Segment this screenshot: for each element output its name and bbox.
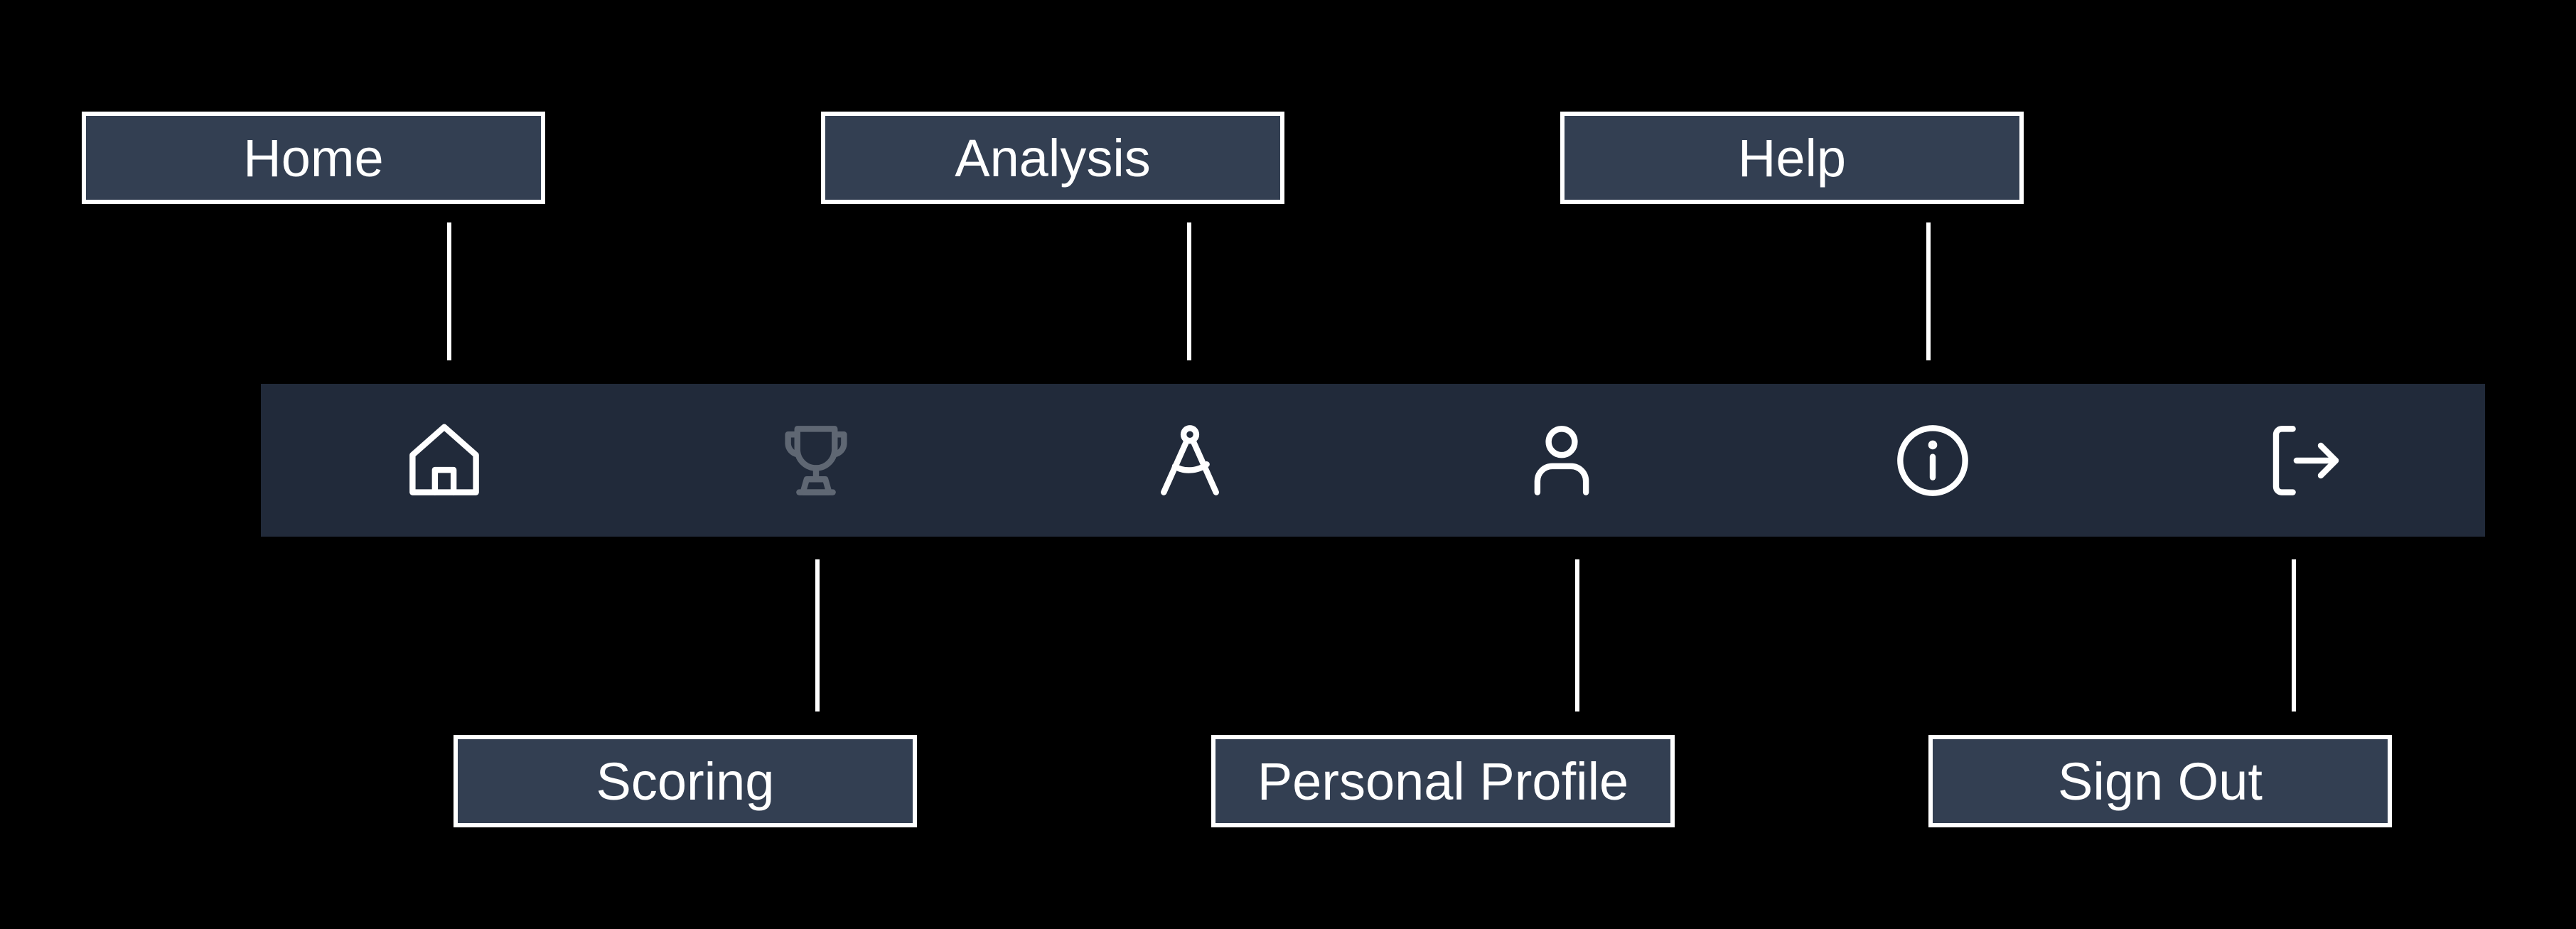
connector-scoring — [815, 559, 820, 711]
navigation-bar — [261, 384, 2485, 537]
sign-out-icon[interactable] — [2261, 416, 2351, 505]
connector-sign-out — [2292, 559, 2296, 711]
connector-analysis — [1187, 222, 1191, 360]
label-home: Home — [82, 112, 545, 204]
compass-icon[interactable] — [1145, 416, 1235, 505]
label-sign-out: Sign Out — [1928, 735, 2392, 827]
label-analysis: Analysis — [821, 112, 1284, 204]
home-icon[interactable] — [399, 416, 489, 505]
trophy-icon[interactable] — [771, 416, 861, 505]
label-help: Help — [1560, 112, 2024, 204]
connector-personal-profile — [1575, 559, 1579, 711]
connector-home — [447, 222, 451, 360]
connector-help — [1926, 222, 1931, 360]
label-personal-profile: Personal Profile — [1211, 735, 1675, 827]
user-icon[interactable] — [1517, 416, 1606, 505]
label-scoring: Scoring — [454, 735, 917, 827]
info-icon[interactable] — [1888, 416, 1977, 505]
